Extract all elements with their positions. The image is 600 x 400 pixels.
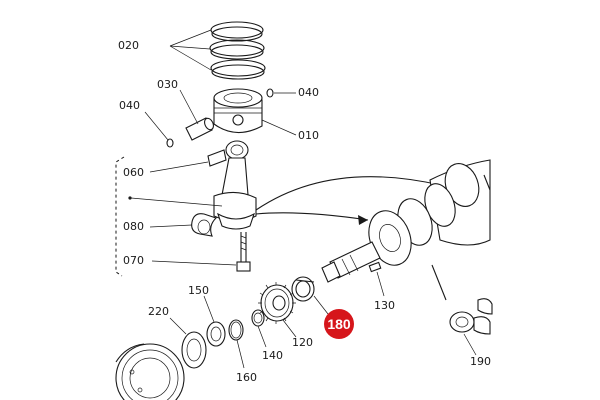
label-060: 060	[123, 166, 144, 179]
main-bearings	[449, 298, 493, 335]
arrow-upper	[255, 176, 441, 211]
label-070: 070	[123, 254, 144, 267]
label-080: 080	[123, 220, 144, 233]
rod-bolt	[236, 232, 251, 272]
oring-160	[228, 319, 244, 341]
piston-rings	[209, 21, 266, 80]
seal-150	[206, 321, 226, 347]
crank-gear	[258, 282, 296, 324]
leader-160	[236, 339, 245, 369]
label-010: 010	[298, 129, 319, 142]
leader-030	[179, 89, 199, 125]
snap-ring-right	[266, 88, 274, 98]
leader-040-left	[144, 111, 169, 141]
bracket-dot	[128, 196, 132, 200]
washer-140	[251, 309, 265, 327]
leader-060	[149, 161, 209, 173]
seal-plate-220	[181, 331, 207, 369]
piston	[213, 88, 263, 134]
snap-ring-left	[166, 138, 174, 148]
label-140: 140	[262, 349, 283, 362]
highlight-callout-180[interactable]: 180	[324, 309, 354, 339]
label-190: 190	[470, 355, 491, 368]
label-150: 150	[188, 284, 209, 297]
leader-150	[203, 295, 215, 323]
leader-020	[169, 29, 212, 71]
bearing-shell	[191, 213, 218, 237]
leader-120	[282, 319, 297, 338]
label-030: 030	[157, 78, 178, 91]
label-160: 160	[236, 371, 257, 384]
leader-080	[149, 224, 193, 228]
leader-bracket	[130, 197, 223, 207]
leader-140	[257, 325, 267, 348]
arrow-lower	[255, 212, 369, 221]
label-220: 220	[148, 305, 169, 318]
leader-180	[313, 295, 329, 315]
label-120: 120	[292, 336, 313, 349]
crank-pulley	[115, 343, 185, 400]
rod-bushing	[207, 149, 227, 167]
leader-190	[463, 333, 477, 356]
bushing-180	[291, 276, 315, 302]
crankshaft	[321, 159, 491, 283]
leader-070	[151, 260, 237, 266]
leader-220	[169, 317, 187, 335]
leader-130	[376, 271, 385, 297]
crank-edge-line	[431, 264, 447, 301]
label-040-left: 040	[119, 99, 140, 112]
label-130: 130	[374, 299, 395, 312]
connecting-rod	[213, 140, 257, 230]
label-040-right: 040	[298, 86, 319, 99]
label-020: 020	[118, 39, 139, 52]
piston-pin	[185, 117, 214, 141]
leader-010	[261, 119, 297, 136]
